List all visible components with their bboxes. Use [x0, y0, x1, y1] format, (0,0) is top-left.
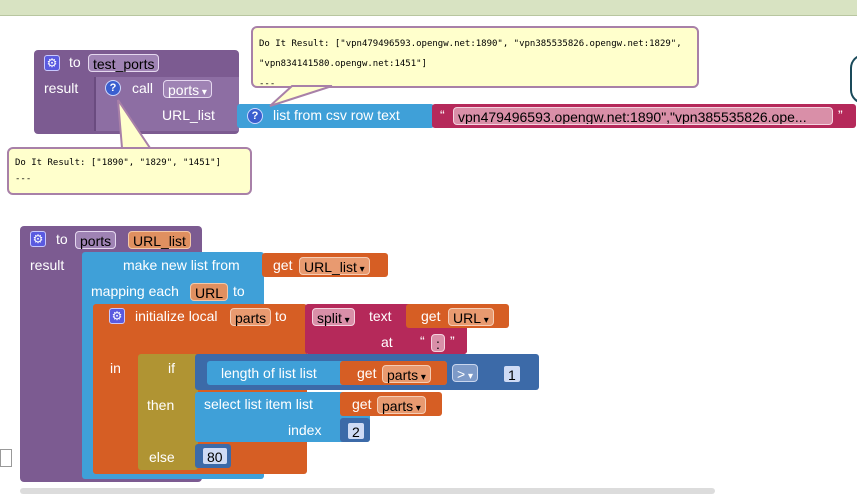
number-two[interactable]: 2 — [347, 422, 365, 440]
split-dropdown[interactable]: split — [312, 308, 355, 326]
local-name-field[interactable]: parts — [230, 308, 272, 326]
initialize-local-label: initialize local — [135, 308, 218, 324]
quote-close: ” — [450, 333, 455, 349]
list-from-csv-row-block[interactable] — [237, 104, 434, 128]
select-list-item-label: select list item list — [204, 396, 313, 412]
bubble-pointer-left — [117, 99, 152, 149]
result-label: result — [30, 257, 65, 273]
get-label: get — [421, 308, 441, 324]
number-one[interactable]: 1 — [503, 365, 521, 383]
quote-open: “ — [420, 333, 425, 349]
index-label: index — [288, 422, 322, 438]
make-new-list-label: make new list from — [123, 257, 240, 273]
bubble-line: --- — [15, 174, 32, 184]
procedure-name-field[interactable]: test_ports — [88, 54, 160, 72]
length-of-list-label: length of list list — [221, 365, 317, 381]
colon-string-value[interactable]: : — [431, 334, 445, 352]
get-var-dropdown[interactable]: URL_list — [299, 257, 370, 275]
mapping-each-label: mapping each — [91, 283, 179, 299]
number-eighty[interactable]: 80 — [202, 447, 228, 465]
list-from-csv-label: list from csv row text — [273, 107, 400, 123]
bubble-pointer-top — [269, 85, 333, 107]
call-label: call — [132, 80, 154, 96]
then-label: then — [147, 397, 175, 413]
quote-close: ” — [838, 107, 843, 123]
bubble-line: "vpn834141580.opengw.net:1451"] — [259, 59, 427, 69]
init-to-label: to — [275, 308, 287, 324]
quote-open: “ — [440, 107, 445, 123]
get-url-dropdown[interactable]: URL — [448, 308, 494, 326]
workspace-edge-checkbox[interactable] — [0, 449, 12, 467]
horizontal-scrollbar[interactable] — [20, 488, 715, 494]
else-label: else — [149, 449, 175, 465]
procedure-name-field[interactable]: ports — [75, 231, 117, 249]
param-url-list[interactable]: URL_list — [128, 231, 191, 249]
mapping-to-label: to — [233, 283, 245, 299]
gear-icon[interactable]: ⚙ — [109, 308, 125, 324]
procedure-dropdown[interactable]: ports — [163, 80, 212, 98]
in-label: in — [110, 360, 121, 376]
url-var-field[interactable]: URL — [190, 283, 229, 301]
get-label: get — [273, 257, 293, 273]
get-label: get — [352, 396, 372, 412]
if-then-else-block[interactable] — [138, 354, 198, 470]
get-parts-dropdown[interactable]: parts — [382, 365, 431, 383]
do-it-result-bubble-left: Do It Result: ["1890", "1829", "1451"] -… — [7, 147, 252, 195]
text-string-value[interactable]: vpn479496593.opengw.net:1890","vpn385535… — [453, 107, 833, 125]
to-label: to — [56, 231, 68, 247]
top-toolbar-strip — [0, 0, 857, 16]
get-parts-dropdown[interactable]: parts — [377, 396, 426, 414]
gear-icon[interactable]: ⚙ — [44, 55, 60, 71]
to-label: to — [69, 54, 81, 70]
bubble-line: --- — [259, 79, 276, 89]
help-icon[interactable]: ? — [247, 108, 263, 124]
gear-icon[interactable]: ⚙ — [30, 231, 46, 247]
split-text-label: text — [369, 308, 392, 324]
get-label: get — [357, 365, 377, 381]
bubble-line: Do It Result: ["1890", "1829", "1451"] — [15, 158, 221, 168]
result-label: result — [44, 80, 79, 96]
do-it-result-bubble-top: Do It Result: ["vpn479496593.opengw.net:… — [251, 26, 699, 89]
split-at-label: at — [381, 334, 393, 350]
help-icon[interactable]: ? — [105, 80, 121, 96]
bubble-line: Do It Result: ["vpn479496593.opengw.net:… — [259, 39, 682, 49]
compare-operator-dropdown[interactable]: > — [452, 364, 478, 382]
if-label: if — [168, 360, 175, 376]
url-list-param-label: URL_list — [162, 107, 215, 123]
offscreen-block-edge — [850, 54, 857, 104]
